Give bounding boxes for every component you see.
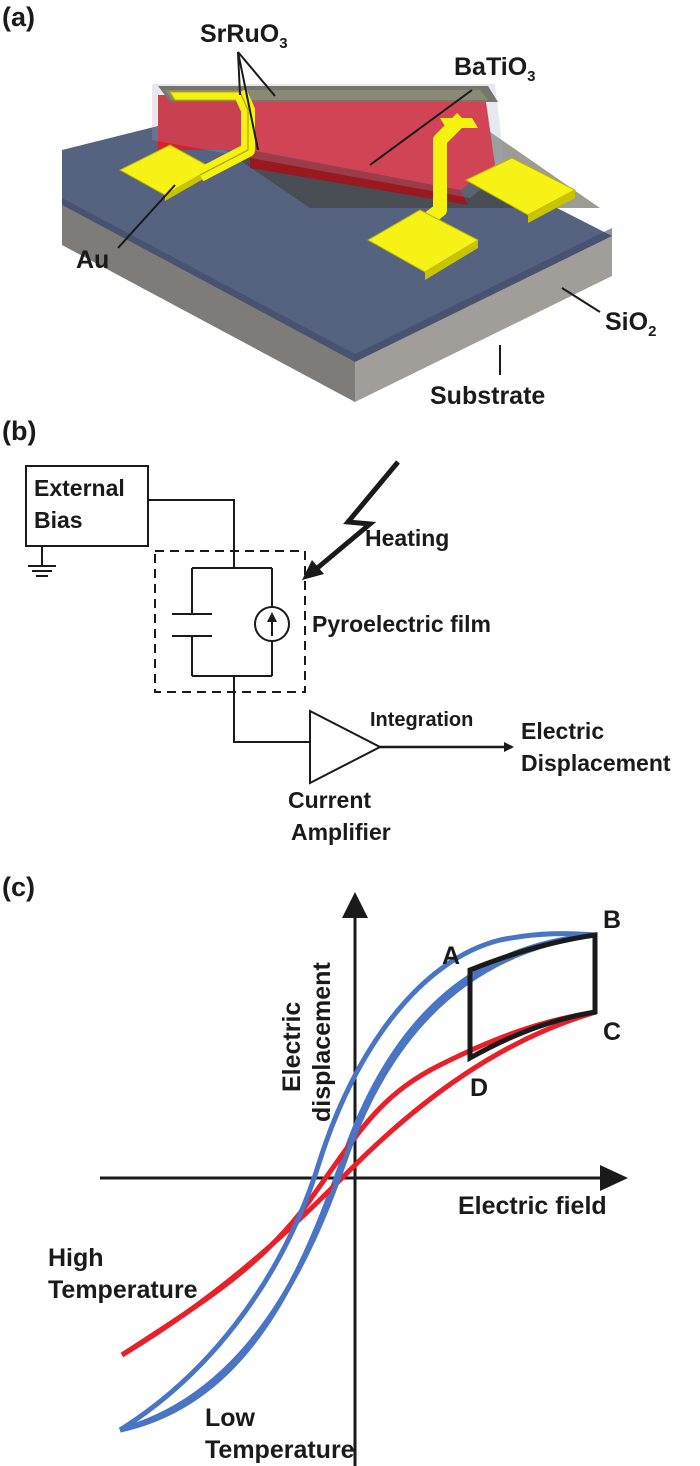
sio2-label: SiO2	[605, 308, 656, 340]
heating-label: Heating	[365, 525, 449, 551]
point-d-label: D	[470, 1074, 488, 1102]
external-bias-box	[25, 465, 149, 547]
current-amplifier-line1: Current	[288, 787, 371, 813]
x-axis-arrow	[600, 1165, 628, 1191]
svg-text:displacement: displacement	[308, 962, 336, 1122]
panel-a: (a)	[2, 2, 656, 410]
panel-a-callouts	[117, 51, 601, 375]
y-axis-arrow	[342, 892, 368, 918]
external-bias-line2: Bias	[34, 507, 83, 533]
panel-b-tag: (b)	[2, 416, 36, 446]
low-temp-curve-a	[119, 932, 596, 1433]
external-bias-line1: External	[34, 475, 125, 501]
panel-c-tag: (c)	[2, 872, 35, 902]
au-label: Au	[76, 246, 109, 274]
batio3-label: BaTiO3	[454, 53, 536, 85]
srruo3-label: SrRuO3	[200, 20, 288, 52]
film-dashed-box	[154, 550, 306, 693]
high-temp-label-1: High	[48, 1244, 104, 1272]
current-source	[254, 606, 290, 642]
current-amplifier-line2: Amplifier	[291, 819, 391, 845]
point-c-label: C	[603, 1018, 621, 1046]
low-temp-curve-b	[118, 931, 596, 1433]
substrate-label: Substrate	[430, 382, 545, 410]
y-axis-label: Electric displacement	[278, 962, 336, 1122]
pyroelectric-film-label: Pyroelectric film	[312, 611, 491, 637]
panel-c: (c) B A C D Electric displacement Electr…	[2, 872, 628, 1466]
heating-bolt	[313, 460, 400, 572]
sio2-layer	[62, 86, 612, 362]
current-amplifier-triangle	[309, 709, 383, 785]
electric-displacement-line2: Displacement	[521, 750, 671, 776]
svg-text:Electric: Electric	[278, 1002, 306, 1092]
panel-a-tag: (a)	[2, 2, 35, 32]
electric-displacement-line1: Electric	[521, 718, 604, 744]
cycle-abcd	[467, 932, 598, 1063]
high-temp-curve-b	[120, 1009, 597, 1358]
low-temp-label-1: Low	[205, 1404, 256, 1432]
low-temp-label-2: Temperature	[205, 1436, 355, 1464]
high-temp-label-2: Temperature	[48, 1276, 198, 1304]
au-electrodes	[118, 89, 577, 280]
low-temp-curve-upper	[119, 932, 596, 1433]
x-axis-label: Electric field	[458, 1192, 607, 1220]
panel-b: (b)	[2, 416, 671, 845]
substrate-block	[62, 205, 612, 402]
point-a-label: A	[442, 942, 460, 970]
circuit-wires	[25, 465, 383, 785]
integration-label: Integration	[370, 709, 473, 731]
point-b-label: B	[603, 906, 621, 934]
